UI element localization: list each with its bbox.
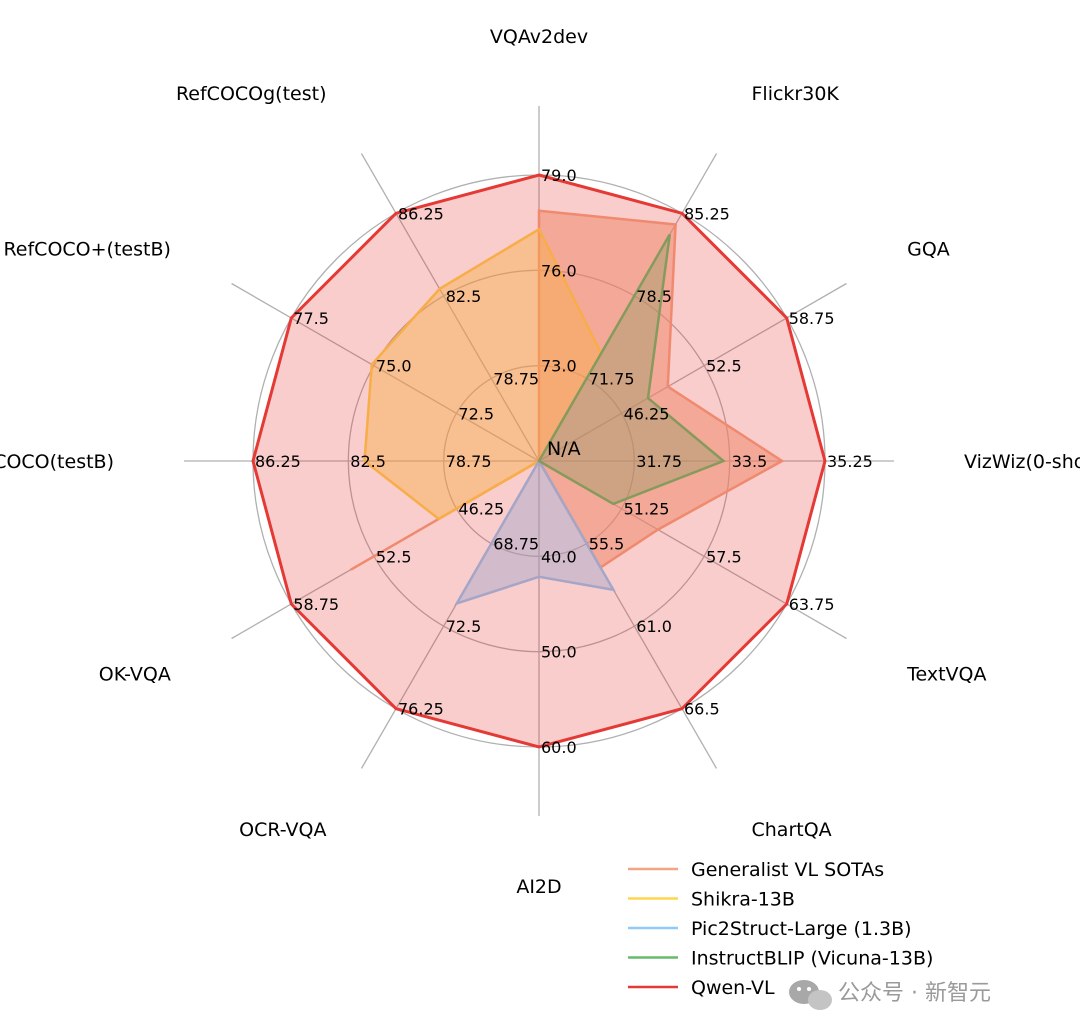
tick-label-5-1: 51.25 — [624, 500, 670, 519]
tick-label-9-2: 52.5 — [376, 547, 412, 566]
tick-label-6-1: 55.5 — [589, 535, 625, 554]
tick-label-4-3: 35.25 — [827, 452, 873, 471]
tick-label-2-2: 78.5 — [636, 287, 672, 306]
tick-label-7-1: 40.0 — [541, 547, 577, 566]
axis-label-7: AI2D — [516, 876, 561, 898]
tick-label-4-1: 31.75 — [636, 452, 682, 471]
radar-labels: VQAv2dev 73.0 76.0 79.0 Flickr30K 71.75 78.5 85… — [0, 26, 1080, 898]
tick-label-9-3: 58.75 — [293, 595, 339, 614]
tick-label-11-2: 75.0 — [376, 357, 412, 376]
tick-label-8-2: 72.5 — [446, 617, 482, 636]
axis-label-11: RefCOCO+(testB) — [3, 239, 170, 261]
axis-label-10: RefCOCO(testB) — [0, 451, 114, 473]
tick-label-7-2: 50.0 — [541, 643, 577, 662]
axis-label-5: TextVQA — [906, 664, 986, 686]
watermark-text: 公众号 · 新智元 — [838, 981, 991, 1006]
tick-label-6-3: 66.5 — [684, 700, 720, 719]
legend-label-2: Shikra-13B — [691, 889, 795, 911]
axis-label-6: ChartQA — [752, 819, 832, 841]
tick-label-1-2: 76.0 — [541, 261, 577, 280]
tick-label-3-1: 46.25 — [624, 404, 670, 423]
axis-label-2: Flickr30K — [752, 83, 840, 105]
series-pic2struct-large-1-3b — [454, 458, 616, 606]
tick-label-3-3: 58.75 — [789, 309, 835, 328]
center-label: N/A — [547, 438, 581, 460]
radar-series — [251, 173, 827, 749]
legend-label-5: Qwen-VL — [691, 977, 775, 999]
tick-label-5-3: 63.75 — [789, 595, 835, 614]
series-qwen-vl — [251, 173, 827, 749]
tick-label-6-2: 61.0 — [636, 617, 672, 636]
legend-label-1: Generalist VL SOTAs — [691, 859, 884, 881]
tick-label-9-1: 46.25 — [458, 500, 504, 519]
tick-label-7-3: 60.0 — [541, 738, 577, 757]
tick-label-12-2: 82.5 — [446, 287, 482, 306]
tick-label-10-2: 82.5 — [350, 452, 386, 471]
tick-label-10-3: 86.25 — [255, 452, 301, 471]
tick-label-1-1: 73.0 — [541, 357, 577, 376]
legend-label-4: InstructBLIP (Vicuna-13B) — [691, 948, 933, 970]
watermark: 公众号 · 新智元 — [789, 980, 991, 1010]
axis-label-3: GQA — [907, 239, 950, 261]
tick-label-2-1: 71.75 — [589, 369, 635, 388]
wechat-icon — [789, 980, 832, 1010]
axis-label-4: VizWiz(0-shot) — [964, 451, 1080, 473]
tick-label-10-1: 78.75 — [446, 452, 492, 471]
axis-line-12 — [360, 153, 540, 462]
tick-label-5-2: 57.5 — [706, 547, 742, 566]
axis-label-8: OCR-VQA — [239, 819, 326, 841]
tick-label-12-3: 86.25 — [398, 204, 444, 223]
legend-label-3: Pic2Struct-Large (1.3B) — [691, 918, 912, 940]
tick-label-11-1: 72.5 — [458, 404, 494, 423]
series-instructblip-vicuna-13b — [537, 233, 726, 506]
tick-label-12-1: 78.75 — [493, 369, 539, 388]
tick-label-4-2: 33.5 — [732, 452, 768, 471]
tick-label-8-1: 68.75 — [493, 535, 539, 554]
tick-label-1-3: 79.0 — [541, 166, 577, 185]
axis-label-12: RefCOCOg(test) — [176, 83, 327, 105]
tick-label-11-3: 77.5 — [293, 309, 329, 328]
axis-label-1: VQAv2dev — [490, 26, 588, 48]
axis-line-11 — [231, 282, 540, 462]
axis-label-9: OK-VQA — [99, 664, 171, 686]
tick-label-8-3: 76.25 — [398, 700, 444, 719]
tick-label-3-2: 52.5 — [706, 357, 742, 376]
tick-label-2-3: 85.25 — [684, 204, 730, 223]
